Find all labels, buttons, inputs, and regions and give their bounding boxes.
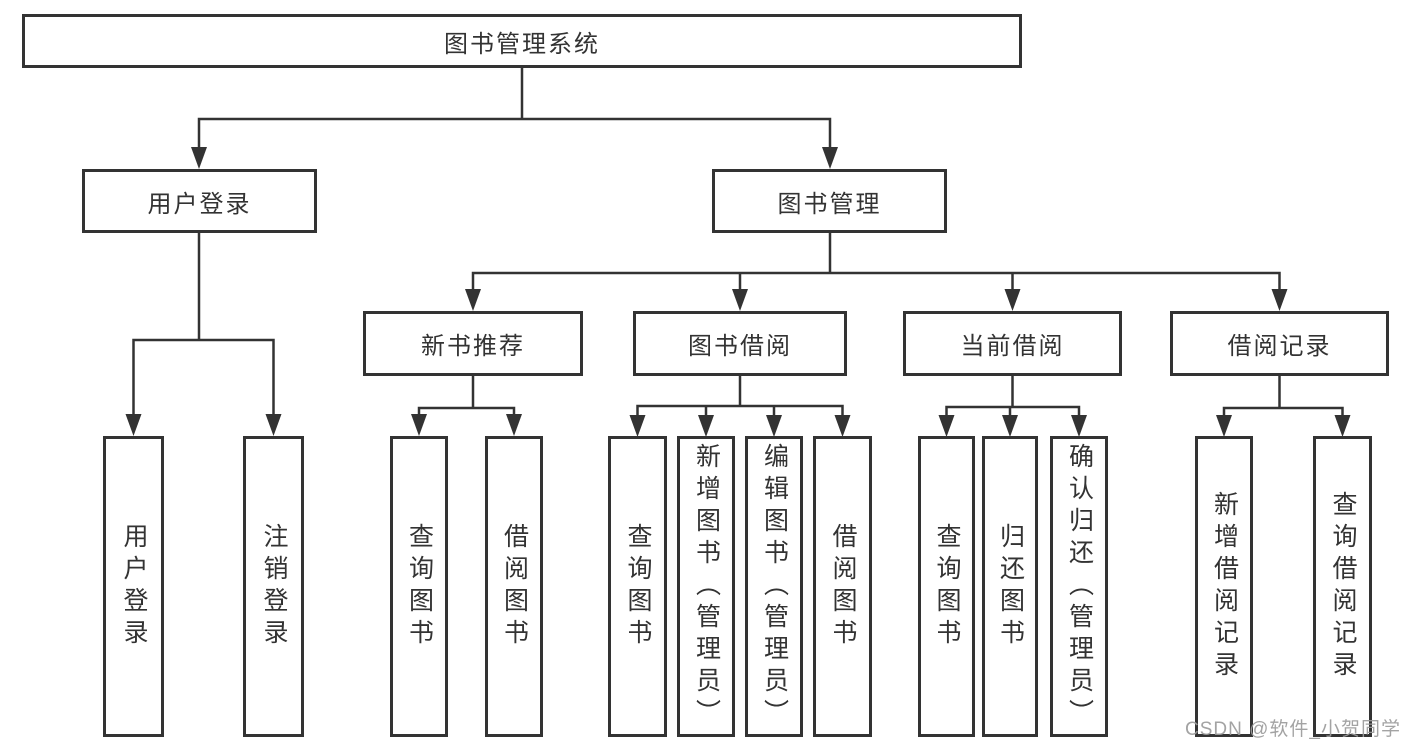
- csdn-watermark: CSDN @软件_小贺同学: [1185, 719, 1401, 740]
- node-new-book-recommend: 新书推荐: [363, 311, 583, 376]
- leaf-bb-edit-books-admin: 编辑图书（管理员）: [745, 436, 803, 737]
- leaf-bb-query-books: 查询图书: [608, 436, 667, 737]
- node-root: 图书管理系统: [22, 14, 1022, 68]
- leaf-logout: 注销登录: [243, 436, 304, 737]
- leaf-nb-borrow-books: 借阅图书: [485, 436, 543, 737]
- leaf-br-add-record: 新增借阅记录: [1195, 436, 1253, 737]
- node-borrow-records: 借阅记录: [1170, 311, 1389, 376]
- leaf-nb-query-books: 查询图书: [390, 436, 448, 737]
- node-current-borrow: 当前借阅: [903, 311, 1122, 376]
- leaf-br-query-record: 查询借阅记录: [1313, 436, 1372, 737]
- leaf-cb-confirm-return-admin: 确认归还（管理员）: [1050, 436, 1108, 737]
- arrowheads: [125, 147, 1351, 437]
- leaf-cb-return-books: 归还图书: [982, 436, 1038, 737]
- leaf-user-login: 用户登录: [103, 436, 164, 737]
- node-book-management: 图书管理: [712, 169, 947, 233]
- leaf-bb-borrow-books: 借阅图书: [813, 436, 872, 737]
- leaf-cb-query-books: 查询图书: [918, 436, 975, 737]
- node-book-borrow: 图书借阅: [633, 311, 847, 376]
- node-user-login: 用户登录: [82, 169, 317, 233]
- leaf-bb-add-books-admin: 新增图书（管理员）: [677, 436, 735, 737]
